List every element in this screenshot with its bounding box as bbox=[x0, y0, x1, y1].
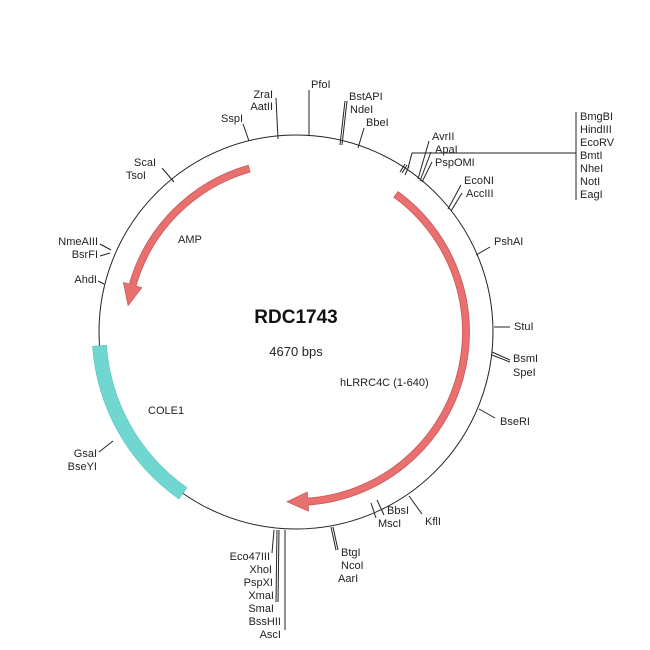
plasmid-name: RDC1743 bbox=[254, 307, 337, 328]
site-label: NheI bbox=[580, 163, 603, 175]
site-label: KflI bbox=[425, 516, 441, 528]
cole1-feature bbox=[92, 344, 188, 500]
site-label: MscI bbox=[378, 518, 401, 530]
site-label: EagI bbox=[580, 189, 603, 201]
site-label: BseRI bbox=[500, 416, 530, 428]
amp-arrow bbox=[122, 164, 251, 307]
site-label: NdeI bbox=[350, 104, 373, 116]
site-label: GsaI bbox=[74, 448, 97, 460]
site-label: ScaI bbox=[134, 157, 156, 169]
site-label: AarI bbox=[338, 573, 358, 585]
site-label: Eco47III bbox=[230, 551, 270, 563]
plasmid-size: 4670 bps bbox=[269, 344, 323, 359]
site-label: StuI bbox=[514, 321, 534, 333]
site-label: BmtI bbox=[580, 150, 603, 162]
site-label: XmaI bbox=[248, 590, 274, 602]
site-lines bbox=[97, 90, 577, 630]
site-label: XhoI bbox=[249, 564, 272, 576]
site-label: BseYI bbox=[68, 461, 97, 473]
site-label: EcoRV bbox=[580, 137, 615, 149]
site-label: ApaI bbox=[435, 144, 458, 156]
site-label: PspXI bbox=[244, 577, 273, 589]
site-label: EcoNI bbox=[464, 175, 494, 187]
site-label: TsoI bbox=[126, 170, 146, 182]
site-label: PshAI bbox=[494, 236, 523, 248]
site-label: AscI bbox=[260, 629, 281, 641]
site-label: BsmI bbox=[513, 353, 538, 365]
site-labels: SspI ZraI AatII PfoI BstAPI NdeI BbeI Av… bbox=[58, 79, 614, 641]
site-label: SpeI bbox=[513, 367, 536, 379]
site-label: SmaI bbox=[248, 603, 274, 615]
backbone-circle bbox=[98, 134, 494, 530]
site-label: ZraI bbox=[253, 89, 273, 101]
site-label: AccIII bbox=[466, 188, 494, 200]
site-label: BssHII bbox=[249, 616, 281, 628]
site-label: BbeI bbox=[366, 117, 389, 129]
site-label: NmeAIII bbox=[58, 236, 98, 248]
site-label: NcoI bbox=[341, 560, 364, 572]
site-label: BmgBI bbox=[580, 111, 613, 123]
site-label: SspI bbox=[221, 113, 243, 125]
site-label: AatII bbox=[250, 101, 273, 113]
site-label: BtgI bbox=[341, 547, 361, 559]
hlrrc4c-arrow bbox=[286, 191, 470, 512]
site-label: NotI bbox=[580, 176, 600, 188]
site-label: PfoI bbox=[311, 79, 331, 91]
site-label: BsrFI bbox=[72, 249, 98, 261]
amp-label: AMP bbox=[178, 234, 202, 246]
site-label: HindIII bbox=[580, 124, 612, 136]
ori-label: COLE1 bbox=[148, 405, 184, 417]
site-label: AvrII bbox=[432, 131, 454, 143]
insert-label: hLRRC4C (1-640) bbox=[340, 377, 429, 389]
site-label: BstAPI bbox=[349, 91, 383, 103]
site-label: PspOMI bbox=[435, 157, 475, 169]
site-label: AhdI bbox=[74, 274, 97, 286]
site-label: BbsI bbox=[387, 505, 409, 517]
